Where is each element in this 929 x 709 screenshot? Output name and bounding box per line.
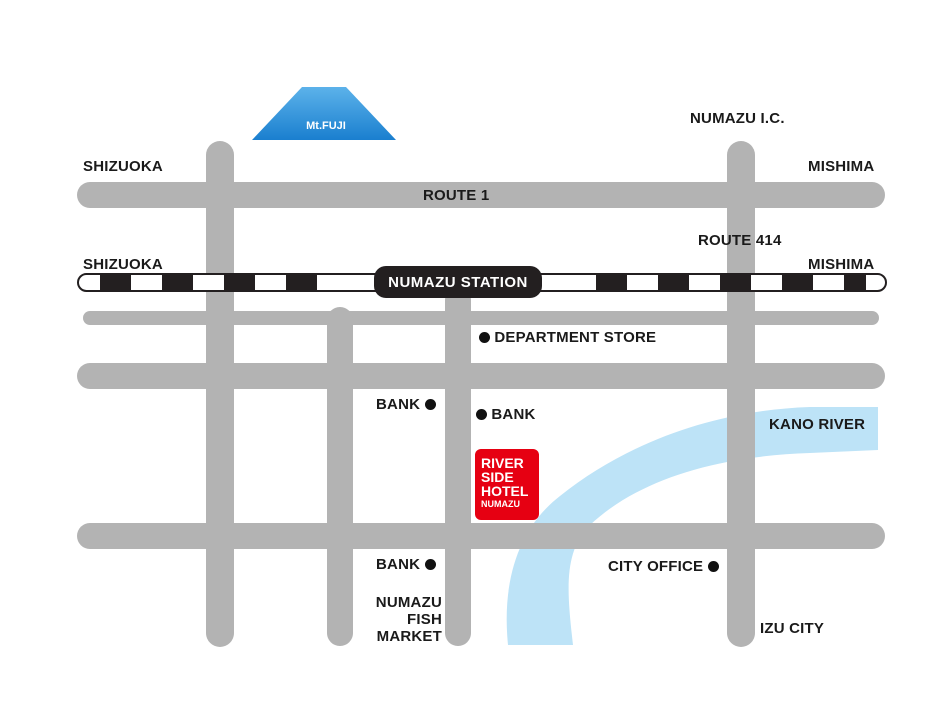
label-izu-city: IZU CITY	[760, 620, 825, 637]
landmark-dot-icon	[707, 561, 719, 572]
label-bank-west: BANK	[376, 396, 421, 413]
landmark-dot-icon	[424, 559, 436, 570]
label-mishima-rail: MISHIMA	[808, 256, 875, 273]
hotel-badge: RIVER SIDE HOTEL NUMAZU	[475, 449, 539, 520]
label-route-1: ROUTE 1	[423, 187, 490, 204]
label-numazu-ic: NUMAZU I.C.	[690, 110, 785, 127]
label-department-store: DEPARTMENT STORE	[494, 329, 657, 346]
station-badge: NUMAZU STATION	[374, 266, 542, 298]
label-fish-market-3: MARKET	[376, 628, 442, 645]
landmark-city-office: CITY OFFICE	[608, 558, 719, 575]
landmark-bank-south: BANK	[376, 556, 436, 573]
rail-tie	[844, 275, 866, 290]
mountain-icon	[252, 87, 396, 140]
label-kano-river: KANO RIVER	[769, 416, 866, 433]
rail-tie	[224, 275, 255, 290]
landmark-dot-icon	[476, 409, 487, 420]
landmark-bank-west: BANK	[376, 396, 436, 413]
railway	[77, 273, 887, 292]
label-fish-market-1: NUMAZU	[375, 594, 442, 611]
landmark-dot-icon	[424, 399, 436, 410]
rail-tie	[720, 275, 751, 290]
label-mishima-road: MISHIMA	[808, 158, 875, 175]
label-route-414: ROUTE 414	[698, 232, 782, 249]
label-fish-market-2: FISH	[407, 611, 442, 628]
road-network	[77, 141, 885, 647]
landmark-dot-icon	[479, 332, 490, 343]
label-bank-south: BANK	[376, 556, 421, 573]
label-shizuoka-rail: SHIZUOKA	[83, 256, 163, 273]
label-city-office: CITY OFFICE	[608, 558, 704, 575]
rail-tie	[286, 275, 317, 290]
hotel-line-2: SIDE	[481, 469, 514, 485]
rail-tie	[658, 275, 689, 290]
rail-tie	[100, 275, 131, 290]
hotel-line-3: HOTEL	[481, 483, 529, 499]
rail-tie	[782, 275, 813, 290]
label-bank-east: BANK	[491, 406, 536, 423]
landmark-department-store: DEPARTMENT STORE	[479, 329, 656, 346]
landmark-bank-east: BANK	[476, 406, 536, 423]
landmark-fish-market: NUMAZU FISH MARKET	[370, 594, 442, 645]
hotel-line-4: NUMAZU	[481, 499, 520, 509]
rail-tie	[162, 275, 193, 290]
hotel-line-1: RIVER	[481, 455, 524, 471]
rail-tie	[596, 275, 627, 290]
label-shizuoka-road: SHIZUOKA	[83, 158, 163, 175]
mountain-label: Mt.FUJI	[306, 120, 346, 132]
